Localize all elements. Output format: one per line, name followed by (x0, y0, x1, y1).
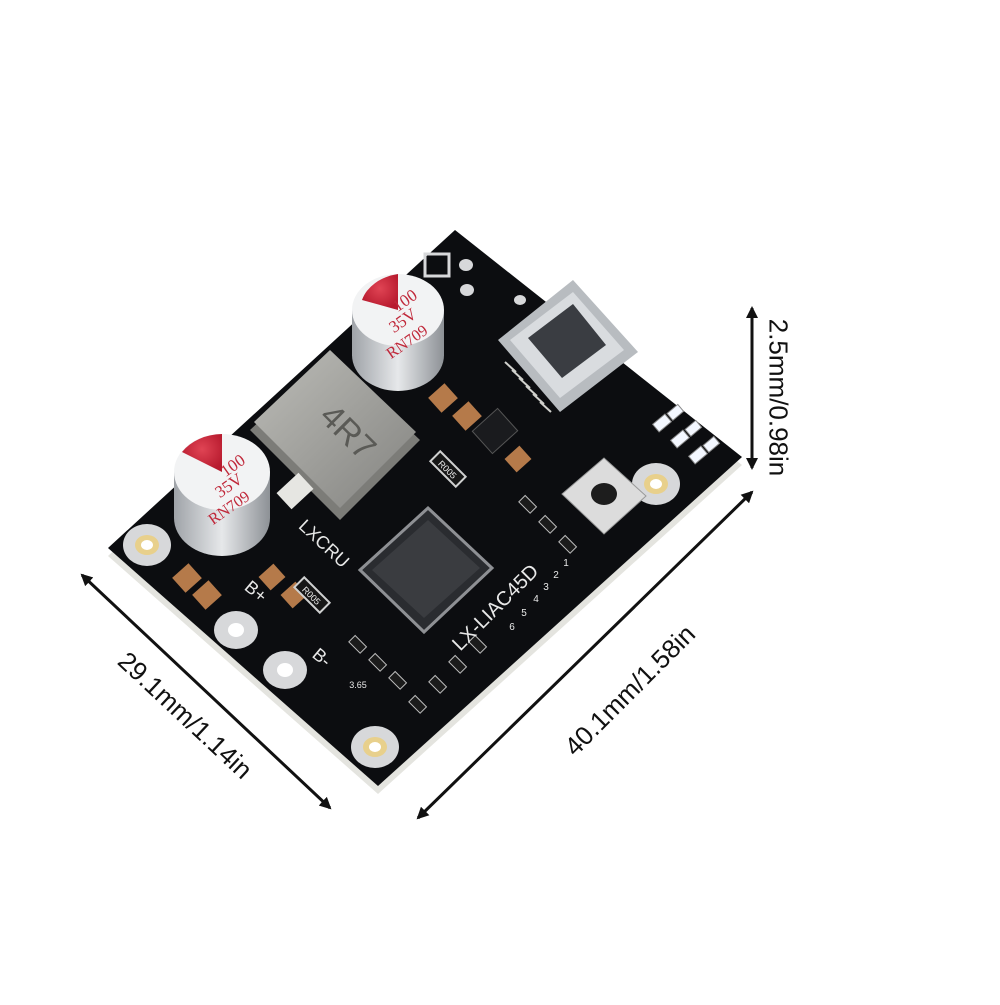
led-label: 1 (563, 558, 569, 569)
led-label: 2 (553, 570, 559, 581)
pad-dot (514, 295, 526, 305)
led-label: 3 (543, 582, 549, 593)
inductor: 4R7 (250, 350, 420, 520)
dim-width-arrow (80, 573, 332, 810)
electrolytic-capacitor: 100 35V RN709 (352, 274, 444, 391)
status-leds (651, 403, 721, 465)
led-label: 4 (533, 594, 539, 605)
dim-length-arrow (416, 490, 754, 820)
sop-chip (471, 407, 519, 455)
smd-resistors (348, 494, 578, 714)
push-button-icon[interactable] (561, 457, 647, 535)
led-label: 5 (521, 608, 527, 619)
main-ic-chip (357, 505, 495, 635)
pad-dot (460, 284, 474, 296)
square-pad (423, 252, 451, 278)
usb-c-port-icon (498, 280, 638, 413)
voltage-mark: 3.65 (349, 680, 367, 690)
electrolytic-capacitor: 100 35V RN709 (174, 434, 270, 556)
dimension-height-label: 2.5mm/0.98in (763, 318, 794, 477)
led-label: 6 (509, 622, 515, 633)
pad-dot (459, 259, 473, 271)
